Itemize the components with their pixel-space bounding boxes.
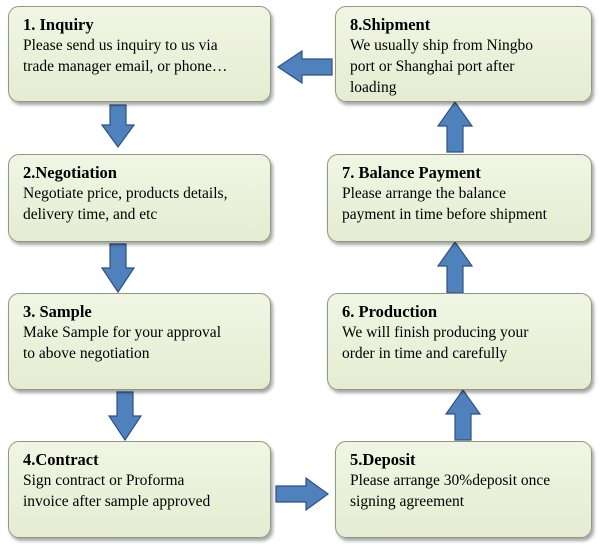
step-shipment: 8.Shipment We usually ship from Ningbo p… (335, 6, 592, 102)
step-balance-payment: 7. Balance Payment Please arrange the ba… (327, 154, 592, 242)
step-description: Make Sample for your approval to above n… (23, 324, 221, 362)
step-description: Negotiate price, products details, deliv… (23, 185, 228, 223)
step-description: Please arrange 30%deposit once signing a… (350, 472, 551, 510)
arrow-sample-to-contract (107, 391, 143, 442)
step-description: Sign contract or Proforma invoice after … (23, 472, 211, 510)
step-title: 7. Balance Payment (342, 163, 481, 182)
step-description: Please arrange the balance payment in ti… (342, 185, 547, 223)
arrow-inquiry-to-negotiation (100, 104, 136, 149)
step-description: We usually ship from Ningbo port or Shan… (350, 37, 534, 96)
step-production: 6. Production We will finish producing y… (327, 293, 592, 390)
step-title: 5.Deposit (350, 450, 416, 469)
arrow-contract-to-deposit (275, 476, 330, 512)
step-negotiation: 2.Negotiation Negotiate price, products … (8, 154, 271, 242)
arrow-shipment-to-inquiry (276, 49, 333, 85)
step-description: We will finish producing your order in t… (342, 324, 529, 362)
step-deposit: 5.Deposit Please arrange 30%deposit once… (335, 441, 592, 538)
arrow-production-to-balance-payment (436, 240, 474, 294)
step-title: 8.Shipment (350, 15, 431, 34)
step-contract: 4.Contract Sign contract or Proforma inv… (8, 441, 271, 538)
step-sample: 3. Sample Make Sample for your approval … (8, 293, 271, 390)
arrow-deposit-to-production (444, 388, 482, 441)
step-title: 2.Negotiation (23, 163, 117, 182)
step-description: Please send us inquiry to us via trade m… (23, 37, 228, 75)
step-title: 6. Production (342, 302, 438, 321)
step-title: 3. Sample (23, 302, 92, 321)
arrow-balance-payment-to-shipment (436, 100, 474, 153)
arrow-negotiation-to-sample (100, 243, 136, 294)
step-inquiry: 1. Inquiry Please send us inquiry to us … (8, 6, 271, 102)
step-title: 4.Contract (23, 450, 99, 469)
step-title: 1. Inquiry (23, 15, 94, 34)
